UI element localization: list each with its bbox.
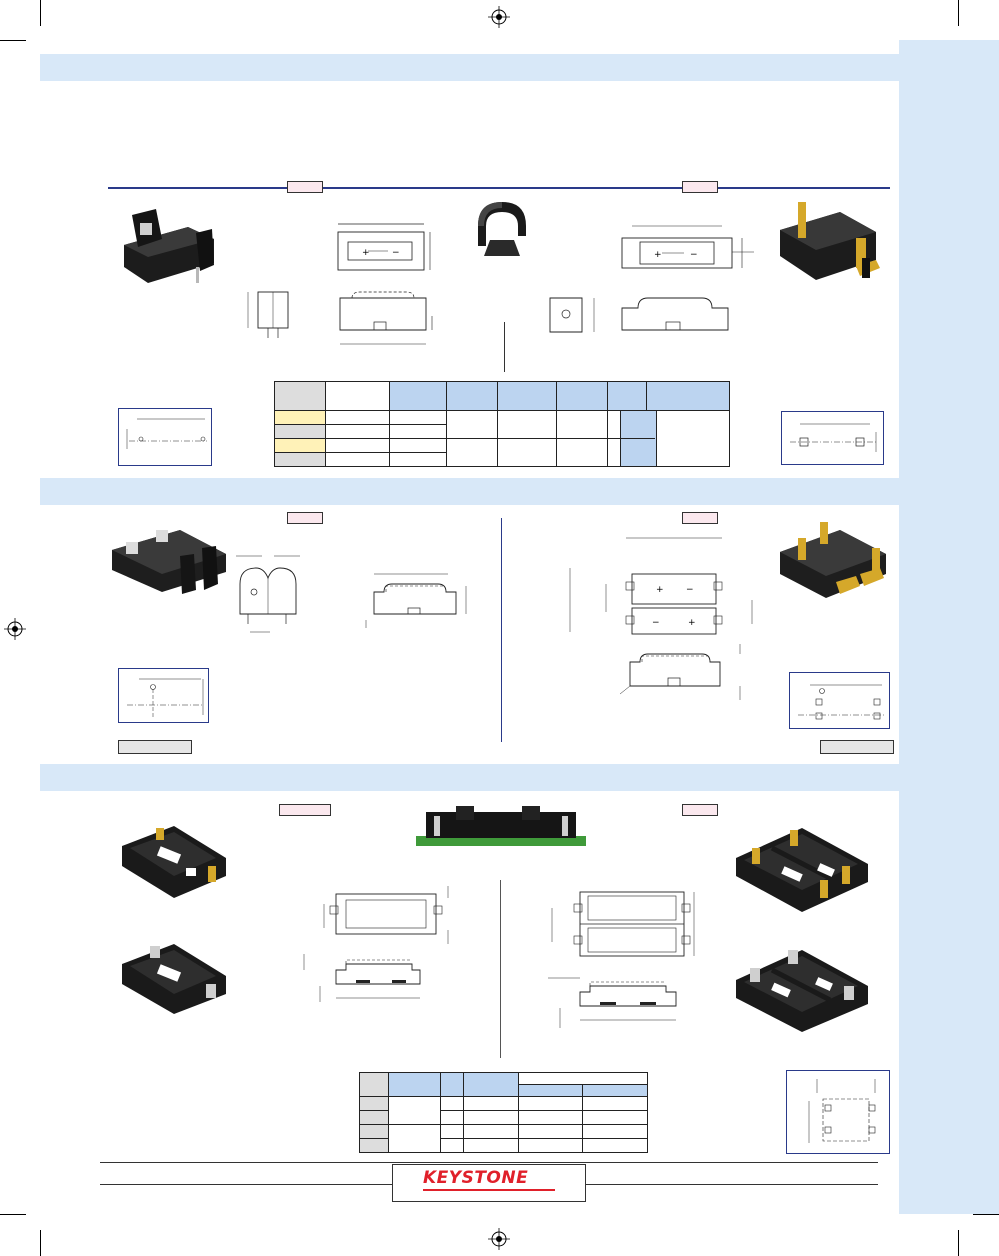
crop-mark bbox=[958, 1230, 959, 1256]
part-number-tag bbox=[682, 512, 718, 524]
note-tag bbox=[820, 740, 894, 754]
logo-underline bbox=[423, 1189, 555, 1191]
divider-line bbox=[500, 880, 501, 1058]
note-tag bbox=[118, 740, 192, 754]
battery-holder-double-photo bbox=[112, 530, 226, 594]
table-highlight-rule bbox=[620, 438, 655, 439]
section-band-3 bbox=[40, 764, 899, 791]
svg-text:−: − bbox=[686, 585, 694, 595]
section-1-rule bbox=[108, 187, 890, 189]
battery-holder-smt-double-photo bbox=[780, 522, 886, 598]
battery-holder-single-photo bbox=[122, 826, 226, 898]
part-number-tag bbox=[682, 181, 718, 193]
section-band-2 bbox=[40, 478, 899, 505]
end-view-drawing bbox=[236, 555, 300, 633]
crop-mark bbox=[0, 1214, 26, 1215]
battery-holder-single-pc-photo bbox=[122, 944, 226, 1014]
part-number-tag bbox=[682, 804, 718, 816]
pcb-layout-box bbox=[789, 672, 890, 729]
divider-line bbox=[504, 322, 505, 372]
battery-holder-smt-photo bbox=[780, 202, 880, 280]
registration-mark-left-icon bbox=[4, 618, 26, 640]
pcb-layout-box bbox=[118, 408, 212, 466]
front-view-drawing bbox=[621, 297, 729, 331]
crop-mark bbox=[40, 0, 41, 26]
divider-line bbox=[501, 518, 502, 742]
battery-holder-photo bbox=[124, 209, 214, 283]
top-view-drawing bbox=[551, 891, 695, 957]
spec-table bbox=[358, 1072, 648, 1153]
side-view-drawing bbox=[303, 954, 421, 1002]
svg-text:+: + bbox=[654, 250, 662, 260]
logo-box: KEYSTONE bbox=[392, 1164, 586, 1202]
part-number-tag bbox=[287, 181, 323, 193]
side-view-drawing bbox=[549, 297, 595, 333]
svg-text:−: − bbox=[690, 250, 698, 260]
crop-mark bbox=[958, 0, 959, 26]
battery-holder-double-pc-photo bbox=[736, 950, 868, 1032]
registration-mark-top-icon bbox=[488, 6, 510, 28]
spec-table bbox=[273, 381, 731, 467]
side-view-drawing bbox=[365, 573, 467, 628]
side-view-drawing bbox=[548, 977, 677, 1028]
keystone-logo: KEYSTONE bbox=[423, 1168, 529, 1188]
svg-text:+: + bbox=[688, 618, 696, 628]
top-view-drawing: + − bbox=[621, 225, 754, 269]
section-band-1 bbox=[40, 54, 899, 81]
svg-text:+: + bbox=[362, 248, 370, 258]
footer-rule-top bbox=[100, 1162, 878, 1163]
part-number-tag bbox=[287, 512, 323, 524]
side-view-drawing bbox=[247, 291, 289, 338]
pcb-layout-box bbox=[786, 1070, 890, 1154]
side-tab bbox=[899, 40, 999, 1214]
svg-text:+: + bbox=[656, 585, 664, 595]
svg-text:−: − bbox=[652, 618, 660, 628]
crop-mark bbox=[0, 40, 26, 41]
pcb-layout-box bbox=[781, 411, 884, 465]
top-view-drawing bbox=[323, 886, 449, 944]
battery-holder-double-smt-photo bbox=[736, 828, 868, 912]
crop-mark bbox=[973, 1214, 999, 1215]
holder-on-pcb-photo bbox=[416, 806, 586, 846]
front-view-drawing bbox=[339, 291, 433, 345]
part-number-tag bbox=[279, 804, 331, 816]
pcb-layout-box bbox=[118, 668, 209, 723]
top-view-drawing: + − bbox=[337, 223, 431, 271]
crop-mark bbox=[40, 1230, 41, 1256]
battery-clip-photo bbox=[478, 202, 526, 256]
registration-mark-bottom-icon bbox=[488, 1228, 510, 1250]
front-view-drawing bbox=[619, 644, 741, 700]
top-view-drawing: + − − + bbox=[569, 537, 753, 635]
svg-text:−: − bbox=[392, 248, 400, 258]
